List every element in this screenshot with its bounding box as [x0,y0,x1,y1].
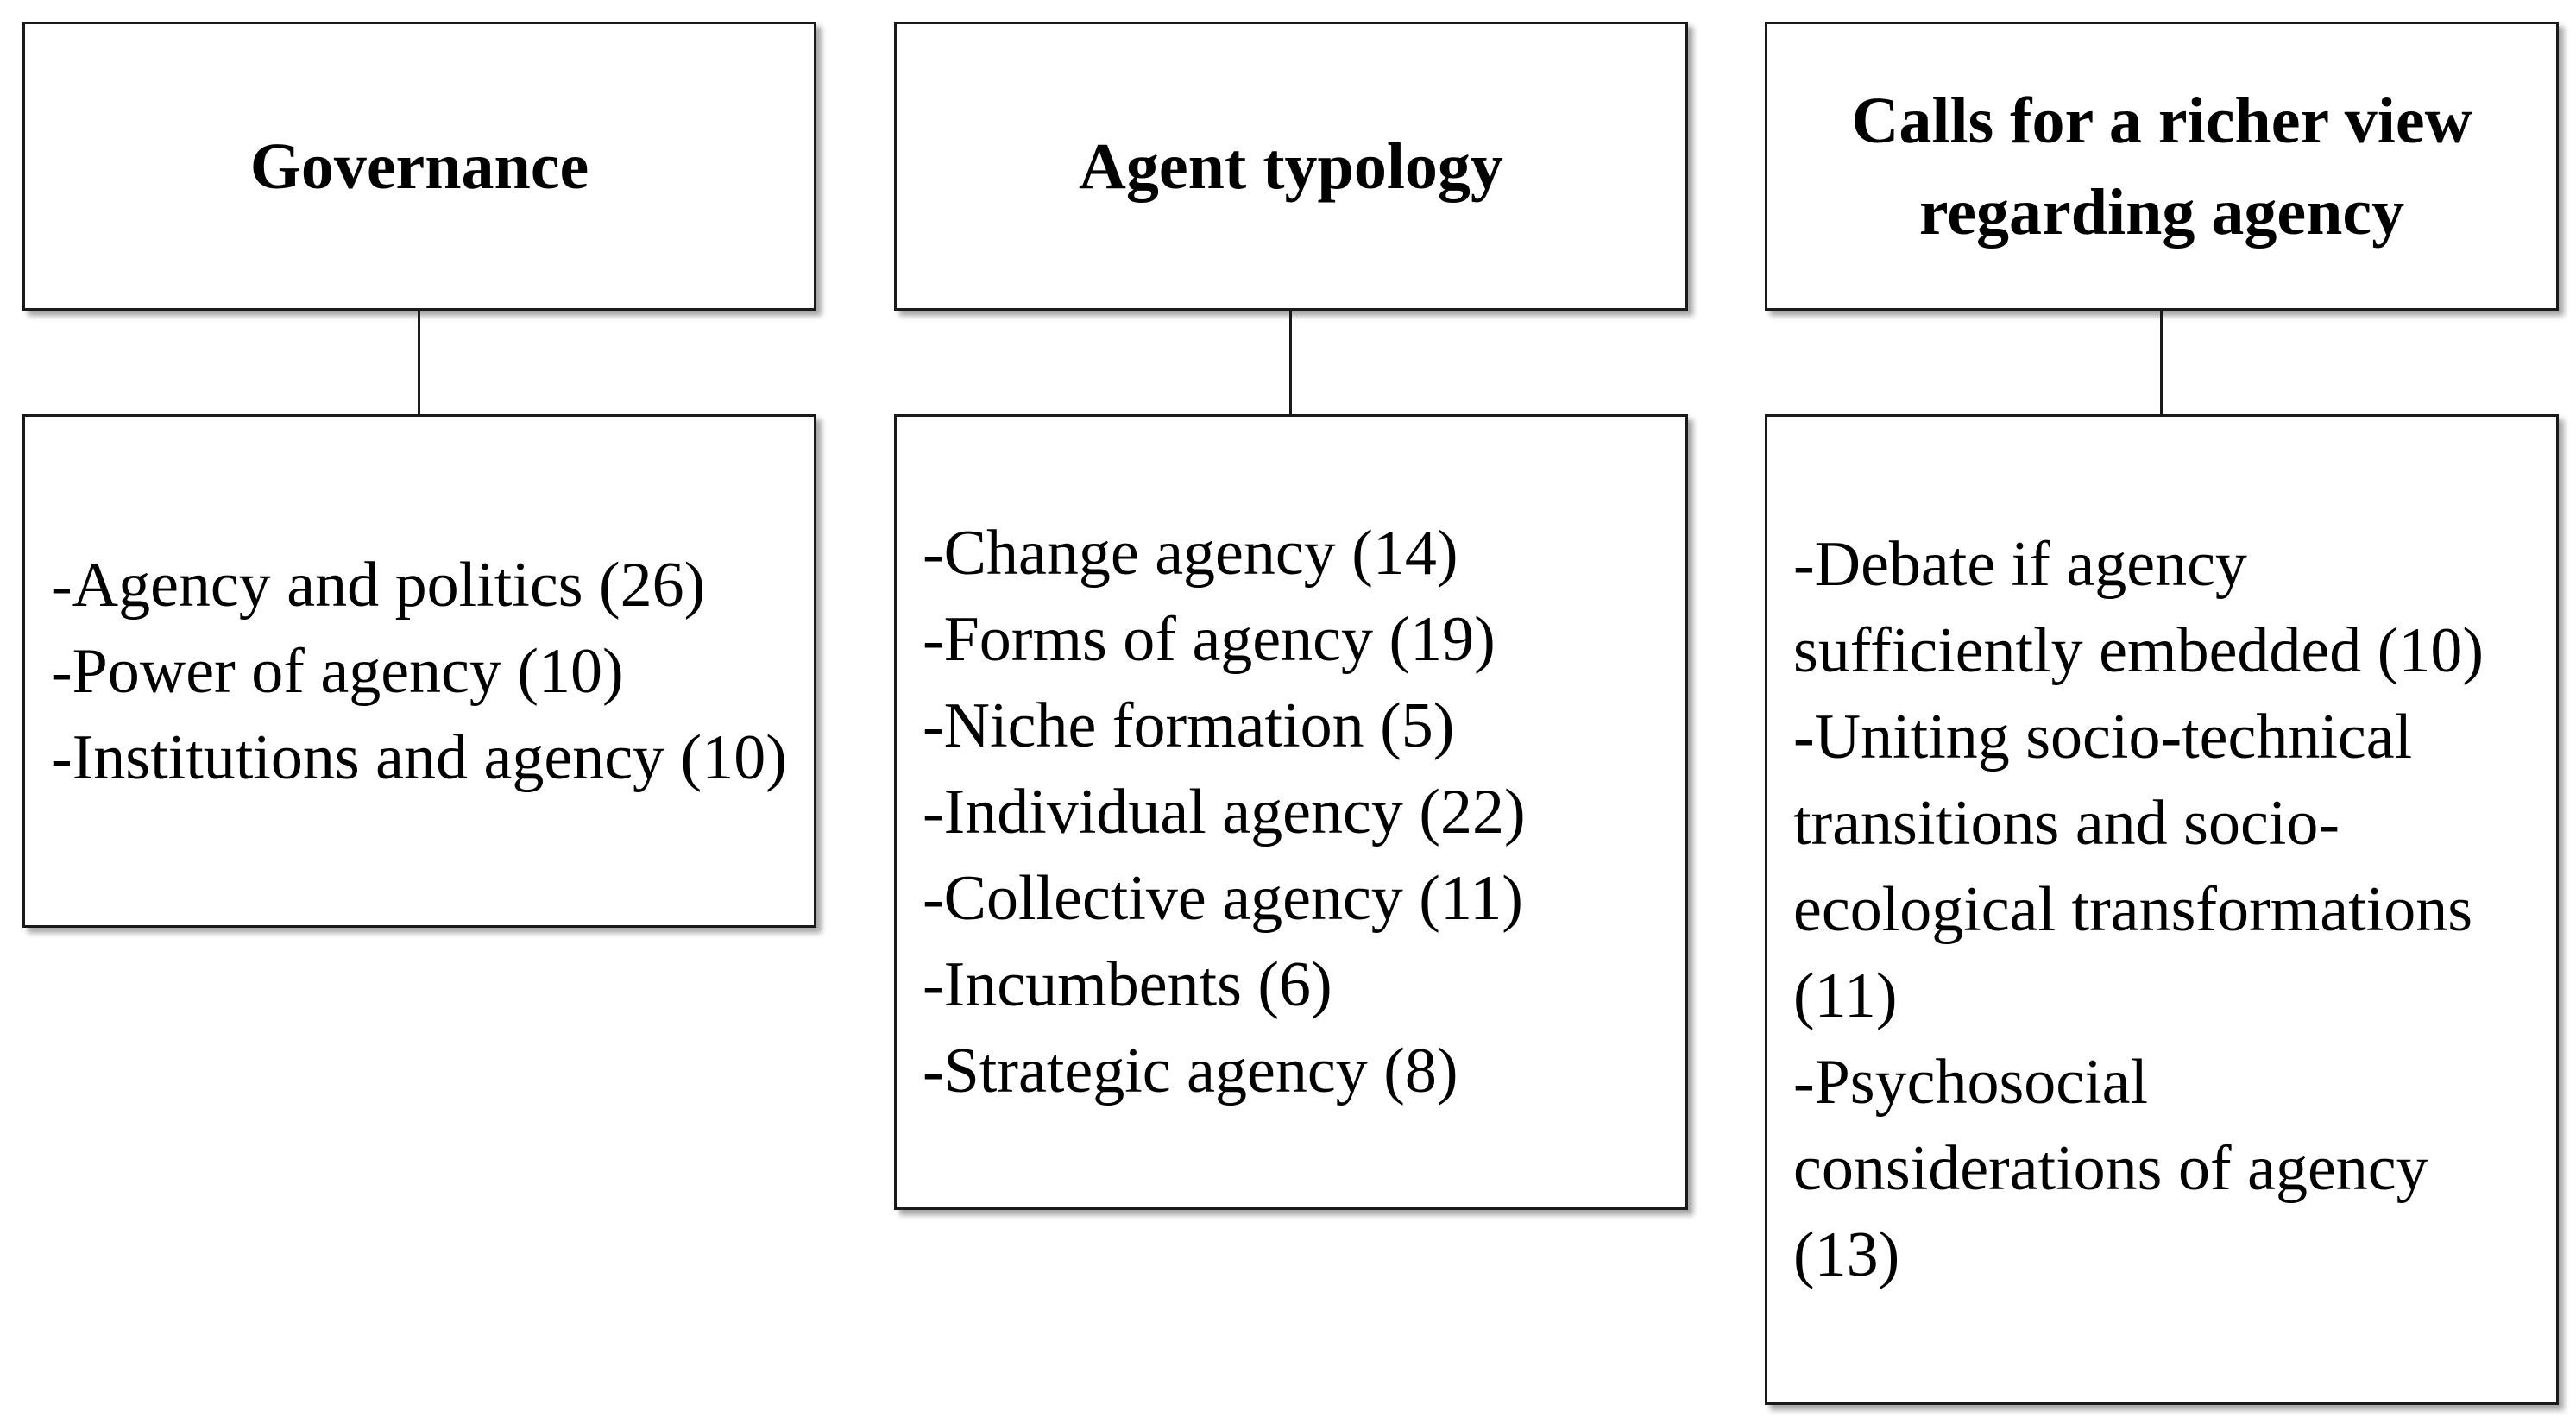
governance-item: -Power of agency (10) [51,635,624,707]
agent-typology-item: -Collective agency (11) [923,863,1523,934]
agent-typology-item: -Individual agency (22) [923,777,1526,847]
richer-view-title: Calls for a richer view regarding agency [1851,84,2472,249]
richer-view-connector [2160,311,2163,414]
governance-list-box: -Agency and politics (26) -Power of agen… [22,414,816,928]
richer-view-list-box: -Debate if agency sufficiently embedded … [1765,414,2559,1405]
governance-header-box: Governance [22,22,816,311]
richer-view-item: -Uniting socio-technical transitions and… [1793,702,2473,1031]
agent-typology-item: -Incumbents (6) [923,949,1332,1020]
governance-items: -Agency and politics (26) -Power of agen… [51,542,790,801]
agent-typology-item: -Strategic agency (8) [923,1036,1458,1106]
agent-typology-item: -Forms of agency (19) [923,604,1496,675]
richer-view-item: -Psychosocial considerations of agency (… [1793,1047,2428,1290]
richer-view-item: -Debate if agency sufficiently embedded … [1793,529,2485,686]
governance-title: Governance [249,129,589,203]
governance-connector [418,311,420,414]
governance-item: -Agency and politics (26) [51,549,706,621]
richer-view-items: -Debate if agency sufficiently embedded … [1793,521,2532,1298]
agent-typology-items: -Change agency (14) -Forms of agency (19… [923,510,1661,1114]
agent-typology-list-box: -Change agency (14) -Forms of agency (19… [894,414,1688,1210]
agent-typology-item: -Change agency (14) [923,518,1458,589]
agent-typology-item: -Niche formation (5) [923,690,1455,761]
agent-typology-connector [1289,311,1292,414]
governance-item: -Institutions and agency (10) [51,721,787,793]
agent-typology-header-box: Agent typology [894,22,1688,311]
richer-view-header-box: Calls for a richer view regarding agency [1765,22,2559,311]
agent-typology-title: Agent typology [1079,129,1503,203]
